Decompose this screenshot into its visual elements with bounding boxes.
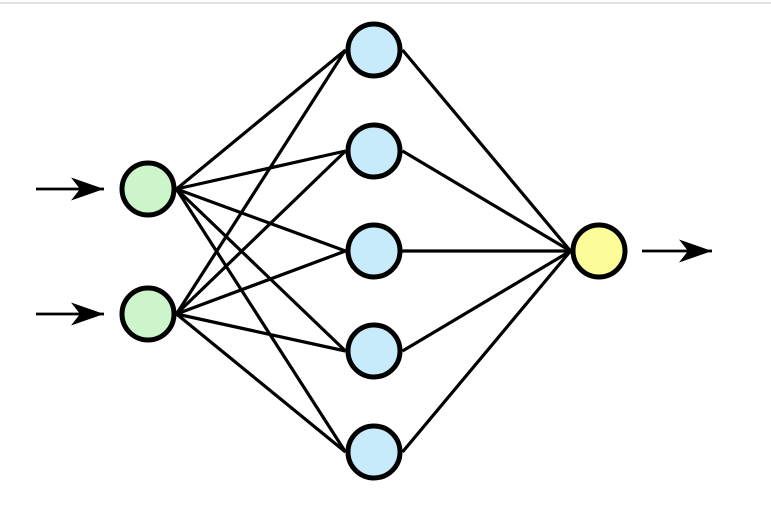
top-border-line: [0, 2, 771, 4]
hidden-node-2: [345, 122, 403, 180]
edge-input-2-to-hidden-2: [175, 149, 347, 316]
edge-input-1-to-hidden-4: [175, 187, 347, 353]
edge-input-1-to-hidden-3: [175, 187, 347, 253]
edge-input-1-to-hidden-5: [175, 188, 347, 453]
edge-hidden-2-to-output-1: [401, 149, 572, 253]
edge-hidden-5-to-output-1: [401, 249, 572, 454]
hidden-node-4: [345, 322, 403, 380]
input-node-1: [119, 160, 177, 218]
edge-input-1-to-hidden-2: [176, 149, 346, 191]
edge-input-2-to-hidden-4: [176, 312, 346, 353]
hidden-node-5: [345, 423, 403, 481]
edge-input-1-to-hidden-1: [175, 48, 347, 191]
edge-hidden-1-to-output-1: [401, 48, 572, 253]
edge-input-2-to-hidden-5: [175, 312, 347, 454]
input-node-2: [119, 285, 177, 343]
edge-hidden-4-to-output-1: [401, 249, 572, 353]
edge-input-2-to-hidden-1: [175, 49, 347, 315]
hidden-node-1: [345, 21, 403, 79]
output-node-1: [570, 222, 628, 280]
hidden-node-3: [345, 222, 403, 280]
edge-input-2-to-hidden-3: [175, 249, 347, 316]
